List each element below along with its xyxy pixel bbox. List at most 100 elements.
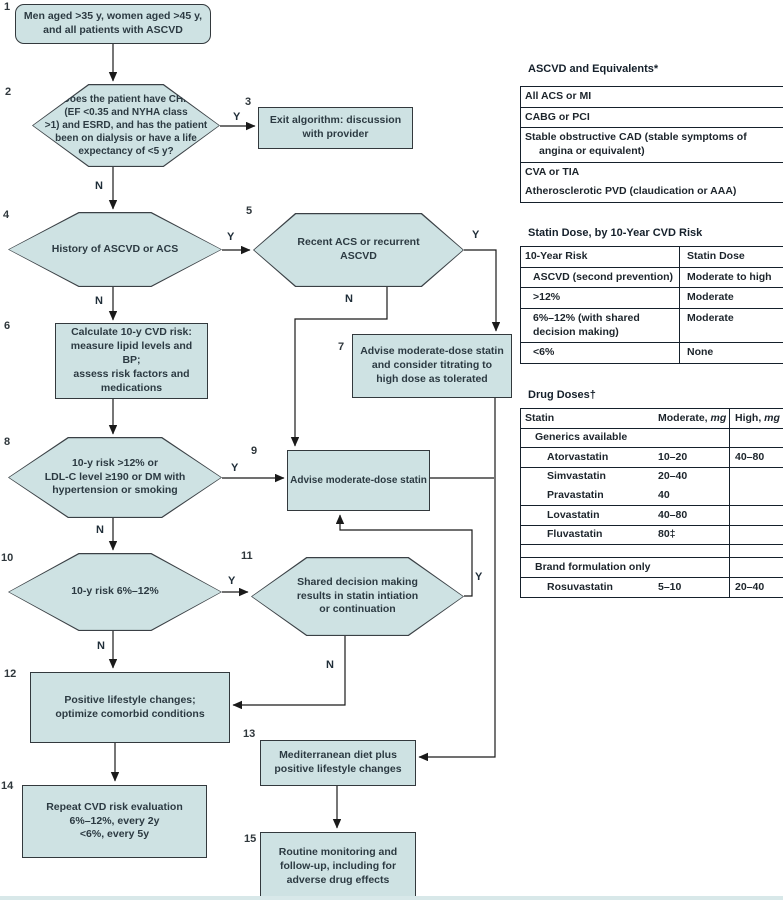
node-calculate-risk: Calculate 10-y CVD risk: measure lipid l… <box>55 323 208 399</box>
moderate-dose: 5–10 <box>658 580 682 593</box>
column-header-moderate: Moderate, mg <box>658 411 727 424</box>
edge-label-n4-no: N <box>95 295 103 307</box>
ascvd-table-title: ASCVD and Equivalents* <box>528 63 659 75</box>
column-header-high: High, mg <box>729 409 783 428</box>
ascvd-row: CVA or TIA <box>525 165 580 178</box>
drug-name: Atorvastatin <box>547 450 609 463</box>
node-exit-algorithm: Exit algorithm: discussion with provider <box>258 107 413 149</box>
dose-cell: None <box>679 343 783 363</box>
high-dose: 40–80 <box>729 448 783 467</box>
drug-name: Pravastatin <box>547 489 604 502</box>
node-decision-chf-esrd: Does the patient have CHF (EF <0.35 and … <box>32 84 220 167</box>
risk-cell: ASCVD (second prevention) <box>533 270 674 283</box>
node-decision-high-risk: 10-y risk >12% or LDL-C level ≥190 or DM… <box>8 437 222 518</box>
connector-n5-n7-yes <box>464 249 501 332</box>
drug-name: Fluvastatin <box>547 528 603 541</box>
node-text: History of ASCVD or ACS <box>51 242 179 255</box>
column-header-risk: 10-Year Risk <box>525 250 588 262</box>
high-dose <box>729 486 783 506</box>
ascvd-row: CABG or PCI <box>525 110 590 123</box>
node-advise-moderate-statin: Advise moderate-dose statin <box>287 450 430 511</box>
moderate-dose: 40–80 <box>658 508 688 521</box>
node-number-7: 7 <box>338 341 345 353</box>
spacer-cell <box>521 545 729 557</box>
statin-dose-table: 10-Year Risk Statin Dose ASCVD (second p… <box>520 246 783 364</box>
node-number-6: 6 <box>4 320 11 332</box>
figure-bottom-edge <box>0 896 783 900</box>
drug-name: Rosuvastatin <box>547 580 613 593</box>
node-number-13: 13 <box>243 728 256 740</box>
risk-cell: <6% <box>533 346 555 359</box>
node-decision-shared-decision: Shared decision making results in statin… <box>251 557 464 636</box>
edge-label-n5-yes: Y <box>472 229 480 241</box>
edge-label-n5-no: N <box>345 293 353 305</box>
node-text: Advise moderate-dose statin <box>290 474 427 486</box>
node-advise-statin-titrate: Advise moderate-dose statin and consider… <box>352 334 512 398</box>
edge-label-n2-yes: Y <box>233 111 241 123</box>
node-number-5: 5 <box>246 205 253 217</box>
node-text: Calculate 10-y CVD risk: measure lipid l… <box>70 326 193 394</box>
edge-label-n8-yes: Y <box>231 462 239 474</box>
node-number-3: 3 <box>245 96 252 108</box>
node-lifestyle-changes: Positive lifestyle changes; optimize com… <box>30 672 230 743</box>
high-dose <box>729 525 783 545</box>
drug-name: Lovastatin <box>547 508 600 521</box>
unit-label: mg <box>764 411 780 424</box>
risk-cell: 6%–12% (with shared decision making) <box>533 311 640 338</box>
edge-label-n11-no: N <box>326 659 334 671</box>
drug-doses-table-title: Drug Doses† <box>528 389 596 401</box>
dose-cell: Moderate <box>679 308 783 343</box>
moderate-dose: 20–40 <box>658 470 688 483</box>
node-text: Recent ACS or recurrent ASCVD <box>297 236 420 262</box>
node-text: Advise moderate-dose statin and consider… <box>360 345 504 385</box>
node-text: Exit algorithm: discussion with provider <box>269 114 402 140</box>
hexagon-fill <box>254 214 463 286</box>
node-number-2: 2 <box>5 86 12 98</box>
node-decision-recent-acs: Recent ACS or recurrent ASCVD <box>253 213 464 287</box>
edge-label-n8-no: N <box>96 524 104 536</box>
node-number-9: 9 <box>251 445 258 457</box>
node-routine-monitoring: Routine monitoring and follow-up, includ… <box>260 832 416 900</box>
ascvd-row: Atherosclerotic PVD (claudication or AAA… <box>525 185 737 198</box>
node-number-1: 1 <box>4 1 11 13</box>
node-text: 10-y risk 6%–12% <box>71 585 159 598</box>
node-decision-history-ascvd: History of ASCVD or ACS <box>8 212 222 287</box>
node-text: 10-y risk >12% or LDL-C level ≥190 or DM… <box>44 456 186 497</box>
node-entry-population: Men aged >35 y, women aged >45 y, and al… <box>15 4 211 44</box>
node-number-4: 4 <box>3 209 10 221</box>
high-dose: 20–40 <box>729 578 783 597</box>
edge-label-n11-yes: Y <box>475 571 483 583</box>
section-brand: Brand formulation only <box>535 560 651 573</box>
empty-cell <box>729 545 783 558</box>
node-text: Men aged >35 y, women aged >45 y, and al… <box>23 10 203 36</box>
drug-name: Simvastatin <box>547 470 606 483</box>
ascvd-table: All ACS or MI CABG or PCI Stable obstruc… <box>520 86 783 203</box>
node-text: Mediterranean diet plus positive lifesty… <box>274 749 402 775</box>
empty-cell <box>729 558 783 578</box>
column-header-dose: Statin Dose <box>679 247 783 267</box>
node-repeat-risk-evaluation: Repeat CVD risk evaluation 6%–12%, every… <box>22 785 207 858</box>
edge-label-n2-no: N <box>95 180 103 192</box>
column-header-statin: Statin <box>525 411 555 424</box>
node-text: Routine monitoring and follow-up, includ… <box>278 846 398 886</box>
dose-cell: Moderate <box>679 288 783 308</box>
node-number-11: 11 <box>241 550 253 562</box>
node-number-15: 15 <box>244 833 257 845</box>
high-dose <box>729 506 783 525</box>
dose-cell: Moderate to high <box>679 267 783 288</box>
edge-label-n10-yes: Y <box>228 575 236 587</box>
moderate-dose: 80‡ <box>658 528 676 541</box>
unit-label: mg <box>710 411 727 424</box>
node-text: Positive lifestyle changes; optimize com… <box>55 693 205 720</box>
node-number-12: 12 <box>4 668 17 680</box>
node-number-8: 8 <box>4 436 11 448</box>
node-decision-mid-risk: 10-y risk 6%–12% <box>8 553 222 631</box>
high-dose <box>729 467 783 487</box>
moderate-dose: 10–20 <box>658 450 688 463</box>
ascvd-row: All ACS or MI <box>525 90 592 102</box>
ascvd-row: Stable obstructive CAD (stable symptoms … <box>525 131 747 157</box>
node-number-10: 10 <box>1 552 14 564</box>
statin-dose-table-title: Statin Dose, by 10-Year CVD Risk <box>528 227 703 239</box>
node-text: Repeat CVD risk evaluation 6%–12%, every… <box>46 800 183 841</box>
